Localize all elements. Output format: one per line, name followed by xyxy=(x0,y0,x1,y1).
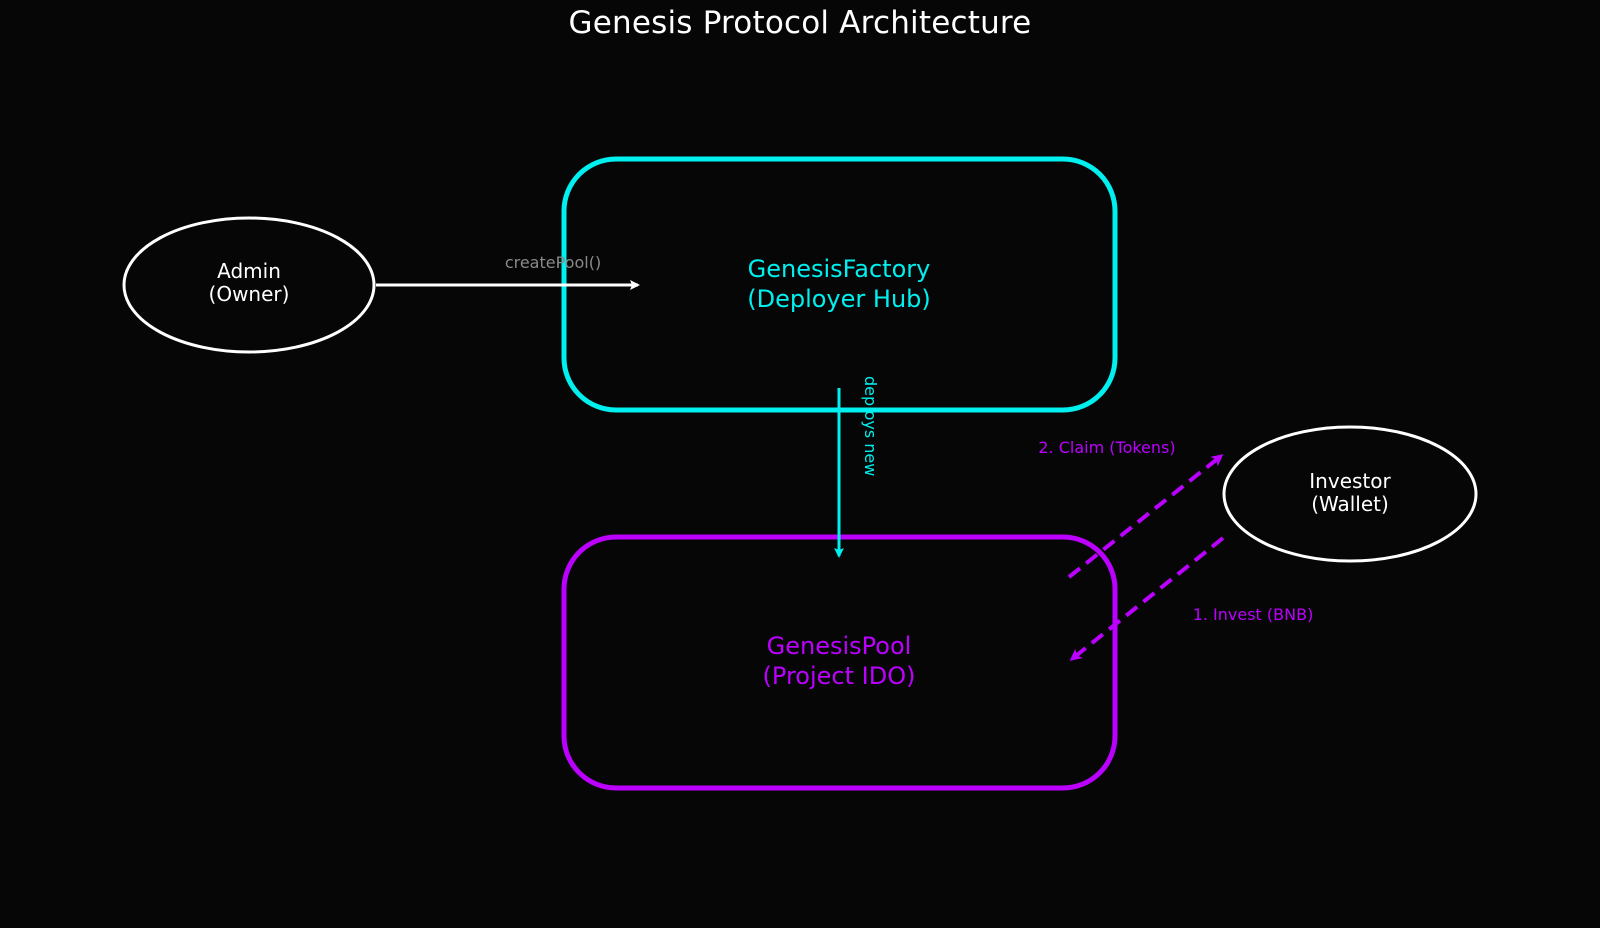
create-pool-label: createPool() xyxy=(505,253,601,272)
pool-label-role: (Project IDO) xyxy=(763,662,916,690)
edge-create-pool[interactable]: createPool() xyxy=(376,253,640,290)
pool-label-name: GenesisPool xyxy=(767,632,912,660)
invest-label: 1. Invest (BNB) xyxy=(1193,605,1314,624)
node-genesis-factory[interactable]: GenesisFactory (Deployer Hub) xyxy=(561,156,1118,413)
admin-ellipse xyxy=(122,216,376,354)
invest-arrow xyxy=(1069,536,1225,661)
edge-invest[interactable]: 1. Invest (BNB) xyxy=(1069,536,1314,661)
diagram-title: Genesis Protocol Architecture xyxy=(568,5,1032,41)
admin-label-name: Admin xyxy=(217,259,281,283)
node-genesis-pool[interactable]: GenesisPool (Project IDO) xyxy=(561,534,1118,791)
factory-label-name: GenesisFactory xyxy=(748,255,931,283)
admin-label-role: (Owner) xyxy=(209,282,290,306)
claim-label: 2. Claim (Tokens) xyxy=(1038,438,1175,457)
investor-label-role: (Wallet) xyxy=(1311,492,1389,516)
factory-label-role: (Deployer Hub) xyxy=(747,285,931,313)
claim-arrow xyxy=(1067,454,1224,579)
deploys-label: deploys new xyxy=(861,376,880,476)
node-admin[interactable]: Admin (Owner) xyxy=(122,216,376,354)
edge-claim[interactable]: 2. Claim (Tokens) xyxy=(1038,438,1224,579)
node-investor[interactable]: Investor (Wallet) xyxy=(1222,425,1478,563)
edge-deploys[interactable]: deploys new xyxy=(834,376,880,558)
investor-label-name: Investor xyxy=(1309,469,1391,493)
investor-ellipse xyxy=(1222,425,1478,563)
